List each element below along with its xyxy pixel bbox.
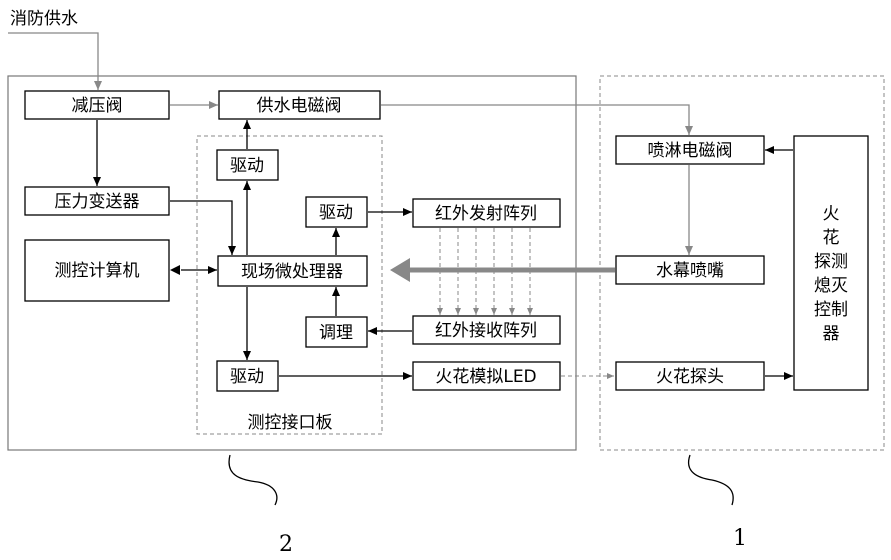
water-nozzle-block: 水幕喷嘴 [616,256,764,284]
controller-label-line-4: 熄灭 [814,276,848,296]
spark-led-label: 火花模拟LED [435,367,536,387]
drive-mid-label: 驱动 [319,203,353,223]
pressure-transmitter-block: 压力变送器 [25,187,169,215]
pressure-valve-label: 减压阀 [72,96,123,116]
spray-solenoid-block: 喷淋电磁阀 [616,136,764,164]
drive-bottom-block: 驱动 [217,361,278,391]
controller-label-line-5: 控制 [814,300,848,320]
transmitter-to-mcu-line [170,201,232,255]
interface-board-label: 测控接口板 [248,413,333,433]
spray-solenoid-label: 喷淋电磁阀 [648,141,733,161]
conditioning-block: 调理 [306,317,367,347]
drive-mid-block: 驱动 [306,197,367,227]
callout-1-number: 1 [733,526,747,551]
ir-emitter-block: 红外发射阵列 [413,199,560,227]
ir-receiver-label: 红外接收阵列 [435,321,537,341]
callout-2-leader [229,455,277,505]
water-nozzle-label: 水幕喷嘴 [656,261,724,281]
ir-emitter-label: 红外发射阵列 [435,204,537,224]
spark-probe-block: 火花探头 [616,362,764,390]
water-curtain-arrowhead [390,258,410,282]
microprocessor-label: 现场微处理器 [241,262,343,282]
spark-led-block: 火花模拟LED [413,362,560,390]
controller-label-line-2: 花 [823,228,840,248]
microprocessor-block: 现场微处理器 [218,256,367,286]
supply-solenoid-label: 供水电磁阀 [257,96,342,116]
control-computer-label: 测控计算机 [55,261,140,281]
solenoid-to-spray-line [381,105,689,135]
callout-1-leader [689,455,734,505]
pressure-valve-block: 减压阀 [25,91,169,119]
controller-label-line-1: 火 [823,204,840,224]
supply-solenoid-block: 供水电磁阀 [219,91,380,119]
controller-label-line-6: 器 [823,324,840,344]
pressure-transmitter-label: 压力变送器 [55,192,140,212]
conditioning-label: 调理 [319,323,353,343]
spark-probe-label: 火花探头 [656,367,724,387]
controller-label-line-3: 探测 [814,252,848,272]
spark-detection-controller-block: 火 花 探测 熄灭 控制 器 [794,136,868,390]
callout-2-number: 2 [279,532,293,557]
drive-top-label: 驱动 [230,156,264,176]
fire-water-supply-label: 消防供水 [10,9,78,29]
drive-top-block: 驱动 [217,150,278,180]
computer-link-arrowhead [170,265,180,275]
water-inlet-line [8,33,98,90]
control-computer-block: 测控计算机 [25,240,169,301]
drive-bottom-label: 驱动 [230,367,264,387]
ir-receiver-block: 红外接收阵列 [413,316,560,344]
